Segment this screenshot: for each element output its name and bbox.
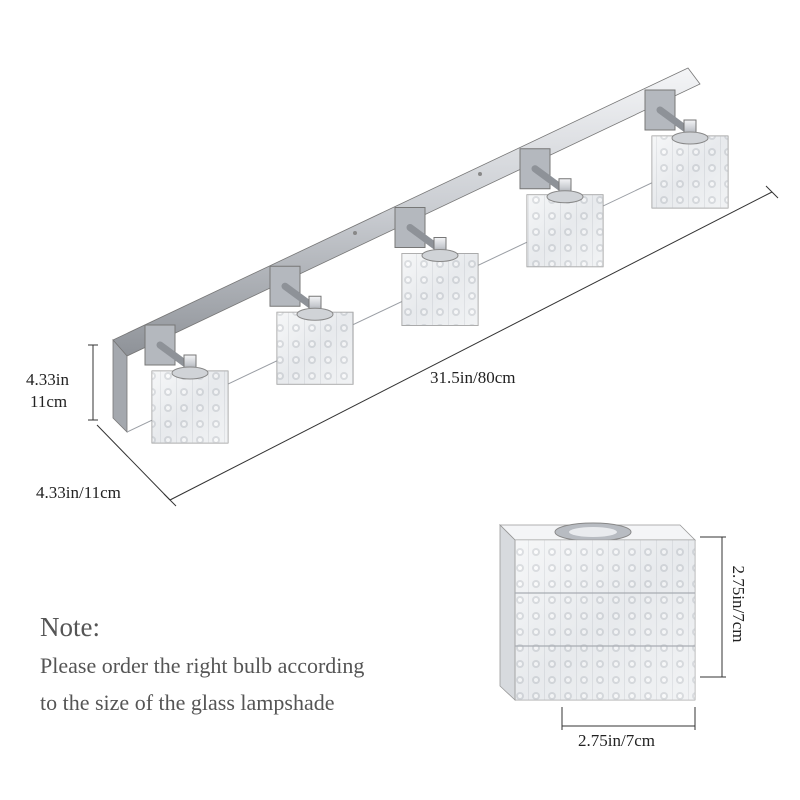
- height-in-label: 4.33in: [26, 370, 69, 389]
- glass-sheen: [527, 194, 603, 267]
- light-head: [394, 207, 479, 326]
- height-cm-label: 11cm: [30, 392, 68, 411]
- screw-icon: [478, 172, 482, 176]
- light-head: [519, 148, 604, 268]
- shade-width-label: 2.75in/7cm: [578, 731, 655, 750]
- shade-ring: [671, 131, 709, 145]
- shade-ring: [421, 249, 459, 262]
- note-title: Note:: [40, 612, 100, 642]
- shade-width-dimension: [561, 707, 696, 730]
- shade-ring: [546, 190, 584, 204]
- length-label: 31.5in/80cm: [430, 368, 516, 387]
- glass-sheen: [402, 253, 478, 326]
- wall-mount: [144, 324, 176, 366]
- shade-ring: [296, 307, 334, 321]
- shade-height-dimension: [700, 536, 726, 678]
- length-dimension: [163, 185, 779, 507]
- note-line-1: Please order the right bulb according: [40, 653, 365, 678]
- screw-icon: [353, 231, 357, 235]
- light-head: [144, 324, 229, 444]
- shade-ring: [171, 366, 209, 380]
- glass-sheen: [277, 312, 353, 385]
- light-heads: [144, 89, 729, 444]
- light-head: [269, 265, 354, 385]
- note-line-2: to the size of the glass lampshade: [40, 690, 335, 715]
- lampshade-detail: [499, 522, 696, 701]
- glass-sheen: [152, 371, 228, 443]
- shade-height-label: 2.75in/7cm: [729, 565, 748, 643]
- glass-sheen: [652, 136, 728, 208]
- depth-label: 4.33in/11cm: [36, 483, 121, 502]
- light-head: [644, 89, 729, 209]
- height-dimension: [88, 344, 98, 421]
- depth-dimension: [96, 424, 171, 501]
